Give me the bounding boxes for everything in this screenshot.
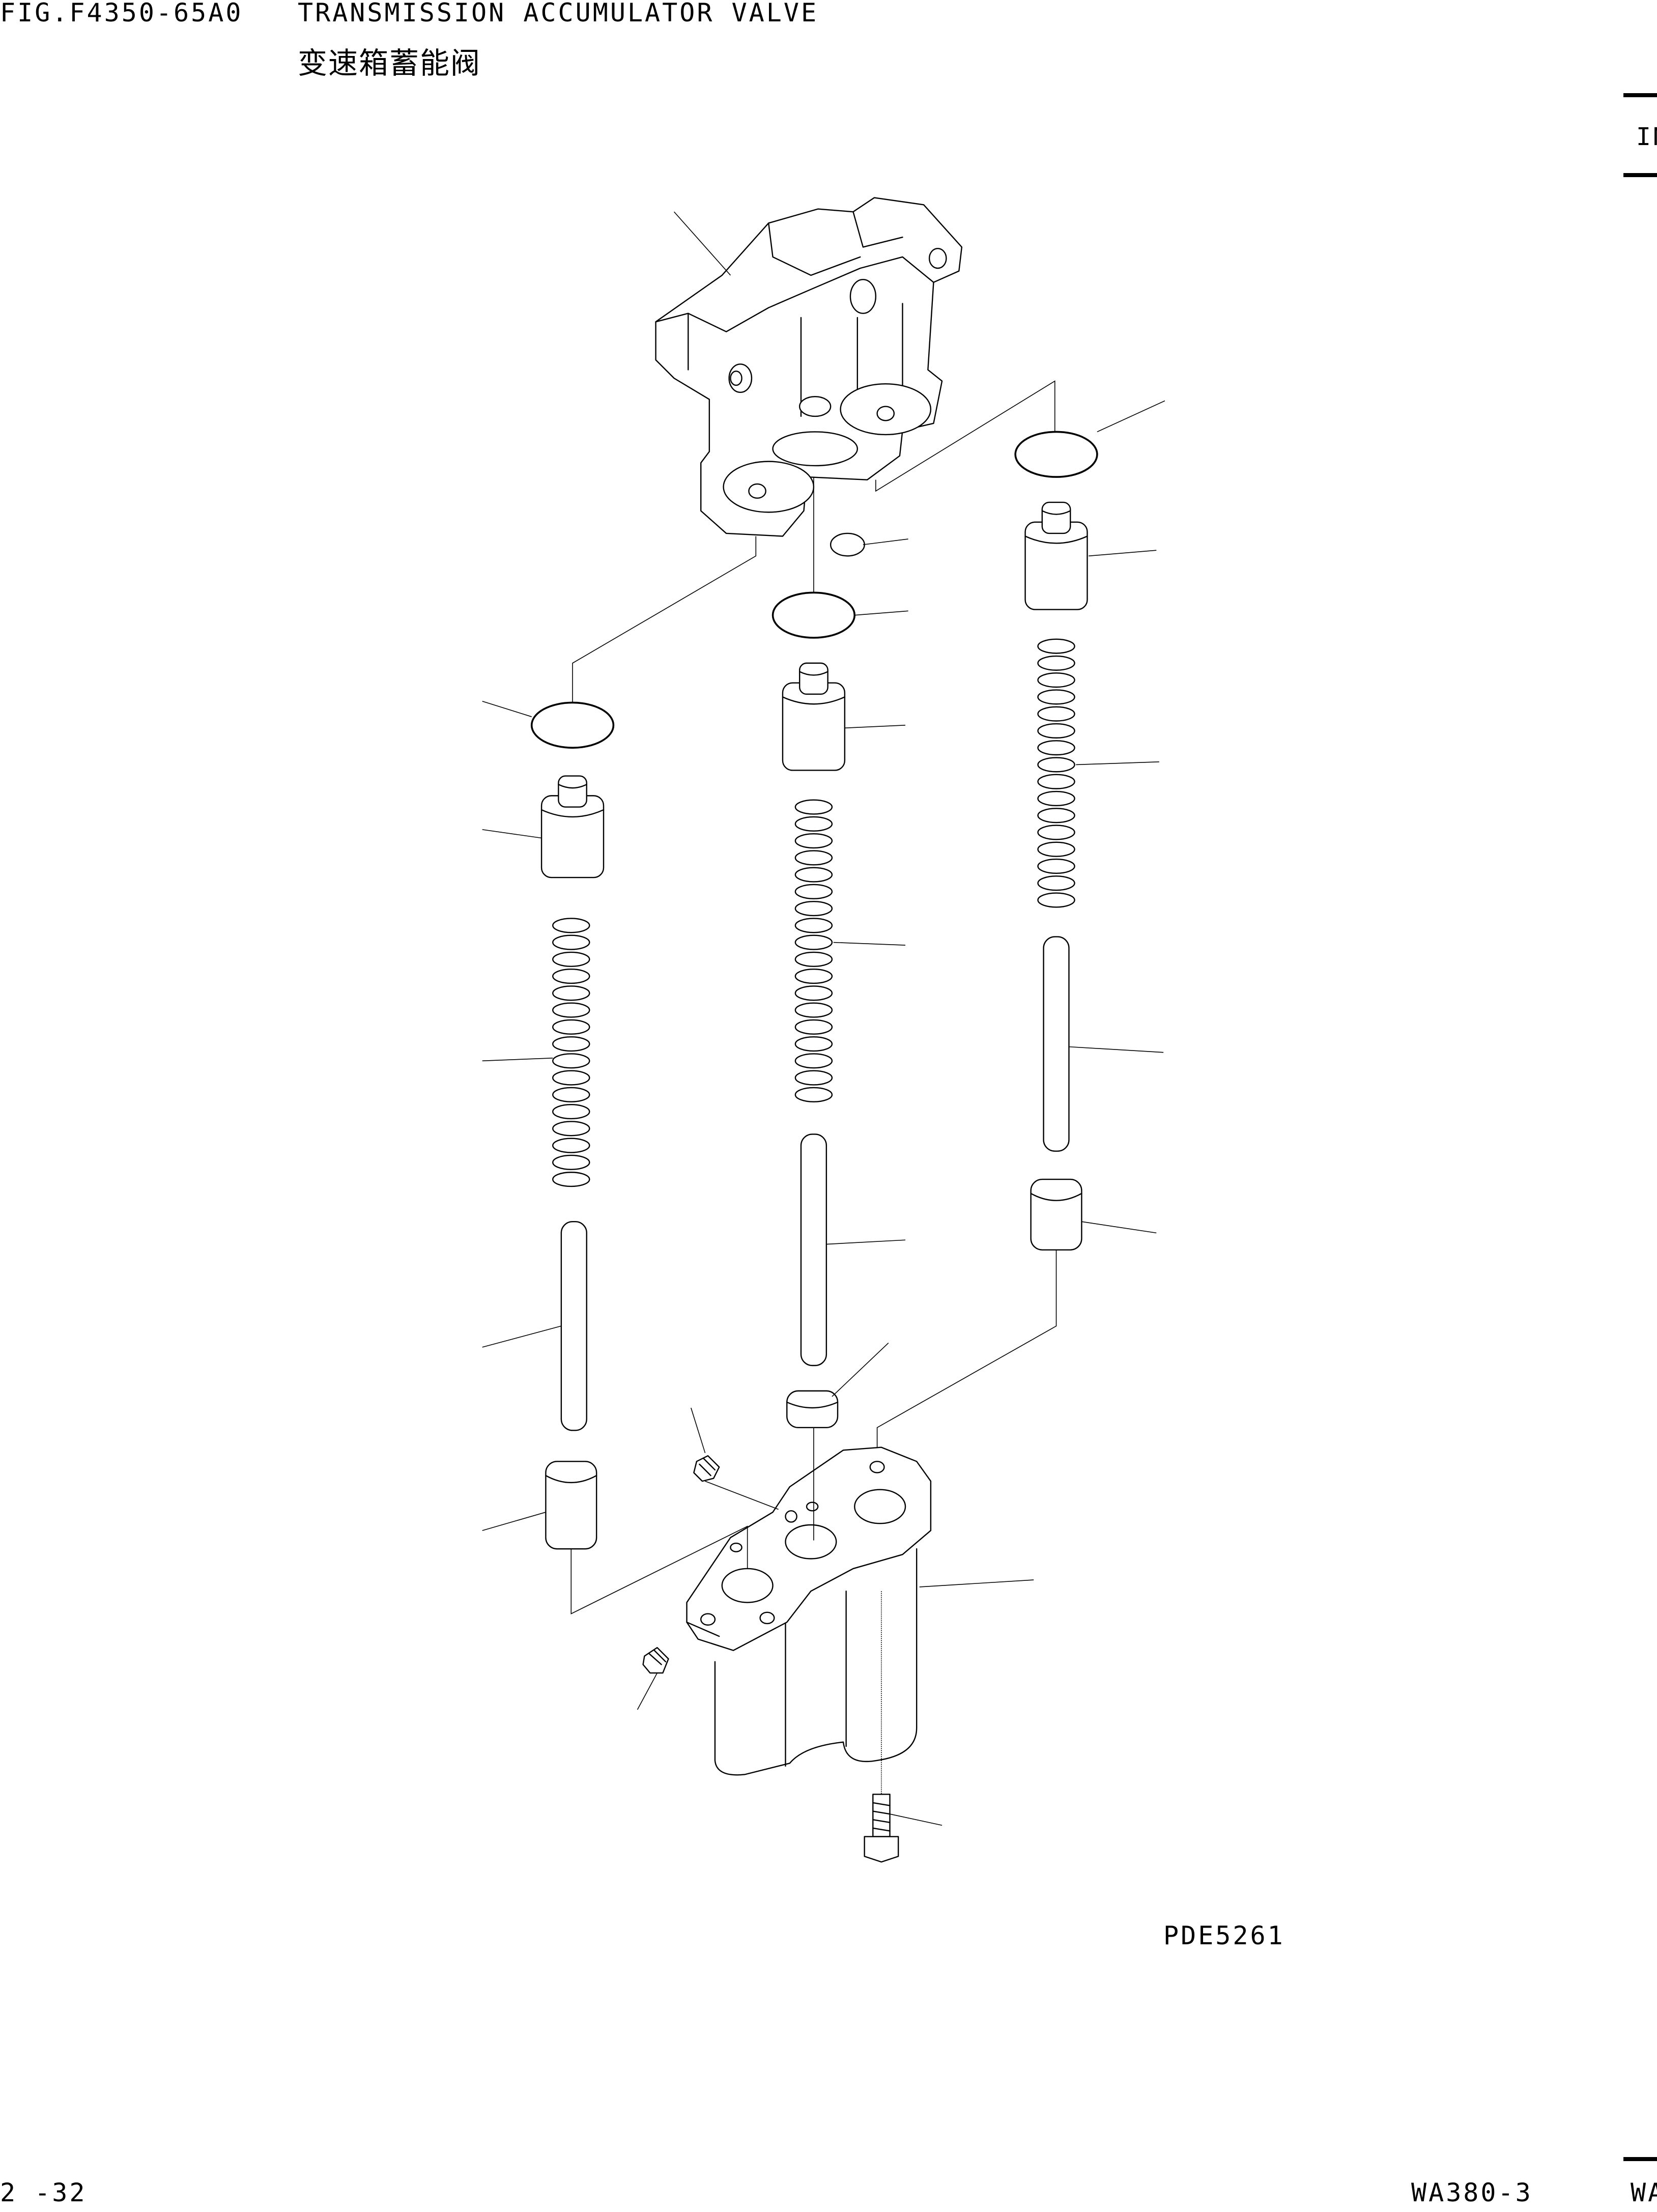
small-ball (831, 533, 865, 556)
lower-valve-body (687, 1448, 931, 1775)
right-o-ring (1015, 432, 1097, 477)
right-pin (1044, 937, 1069, 1151)
middle-pin (801, 1134, 826, 1365)
upper-valve-body (656, 197, 962, 536)
middle-plug (787, 1391, 838, 1428)
model-number: WA380-3 (1411, 2178, 1533, 2207)
left-plug (546, 1461, 596, 1549)
left-pin (561, 1222, 587, 1430)
thumb-tab-bottom-rule (1623, 173, 1657, 177)
thumb-tab-top-rule (1623, 93, 1657, 97)
right-spring (1038, 639, 1075, 908)
middle-piston (783, 663, 845, 771)
mounting-bolt (865, 1794, 899, 1862)
page-number: 2 -32 (0, 2178, 87, 2207)
plug-screw-lower (643, 1648, 669, 1673)
figure-title-cn: 变速箱蓄能阀 (298, 46, 481, 80)
middle-o-ring (773, 592, 855, 638)
right-piston (1025, 502, 1088, 610)
thumb-tab-label: IN (1636, 123, 1657, 151)
left-spring (553, 918, 589, 1186)
middle-spring (795, 800, 832, 1102)
footer-edge-label: WA (1631, 2178, 1657, 2207)
plug-screw-upper (694, 1456, 719, 1481)
footer-edge-rule (1623, 2157, 1657, 2161)
figure-number: FIG.F4350-65A0 (0, 0, 243, 27)
leader-lines (482, 212, 1165, 1825)
left-o-ring (532, 702, 614, 748)
figure-title-en: TRANSMISSION ACCUMULATOR VALVE (298, 0, 819, 27)
drawing-code: PDE5261 (1163, 1921, 1285, 1950)
left-piston (541, 776, 604, 878)
right-plug (1031, 1179, 1082, 1250)
